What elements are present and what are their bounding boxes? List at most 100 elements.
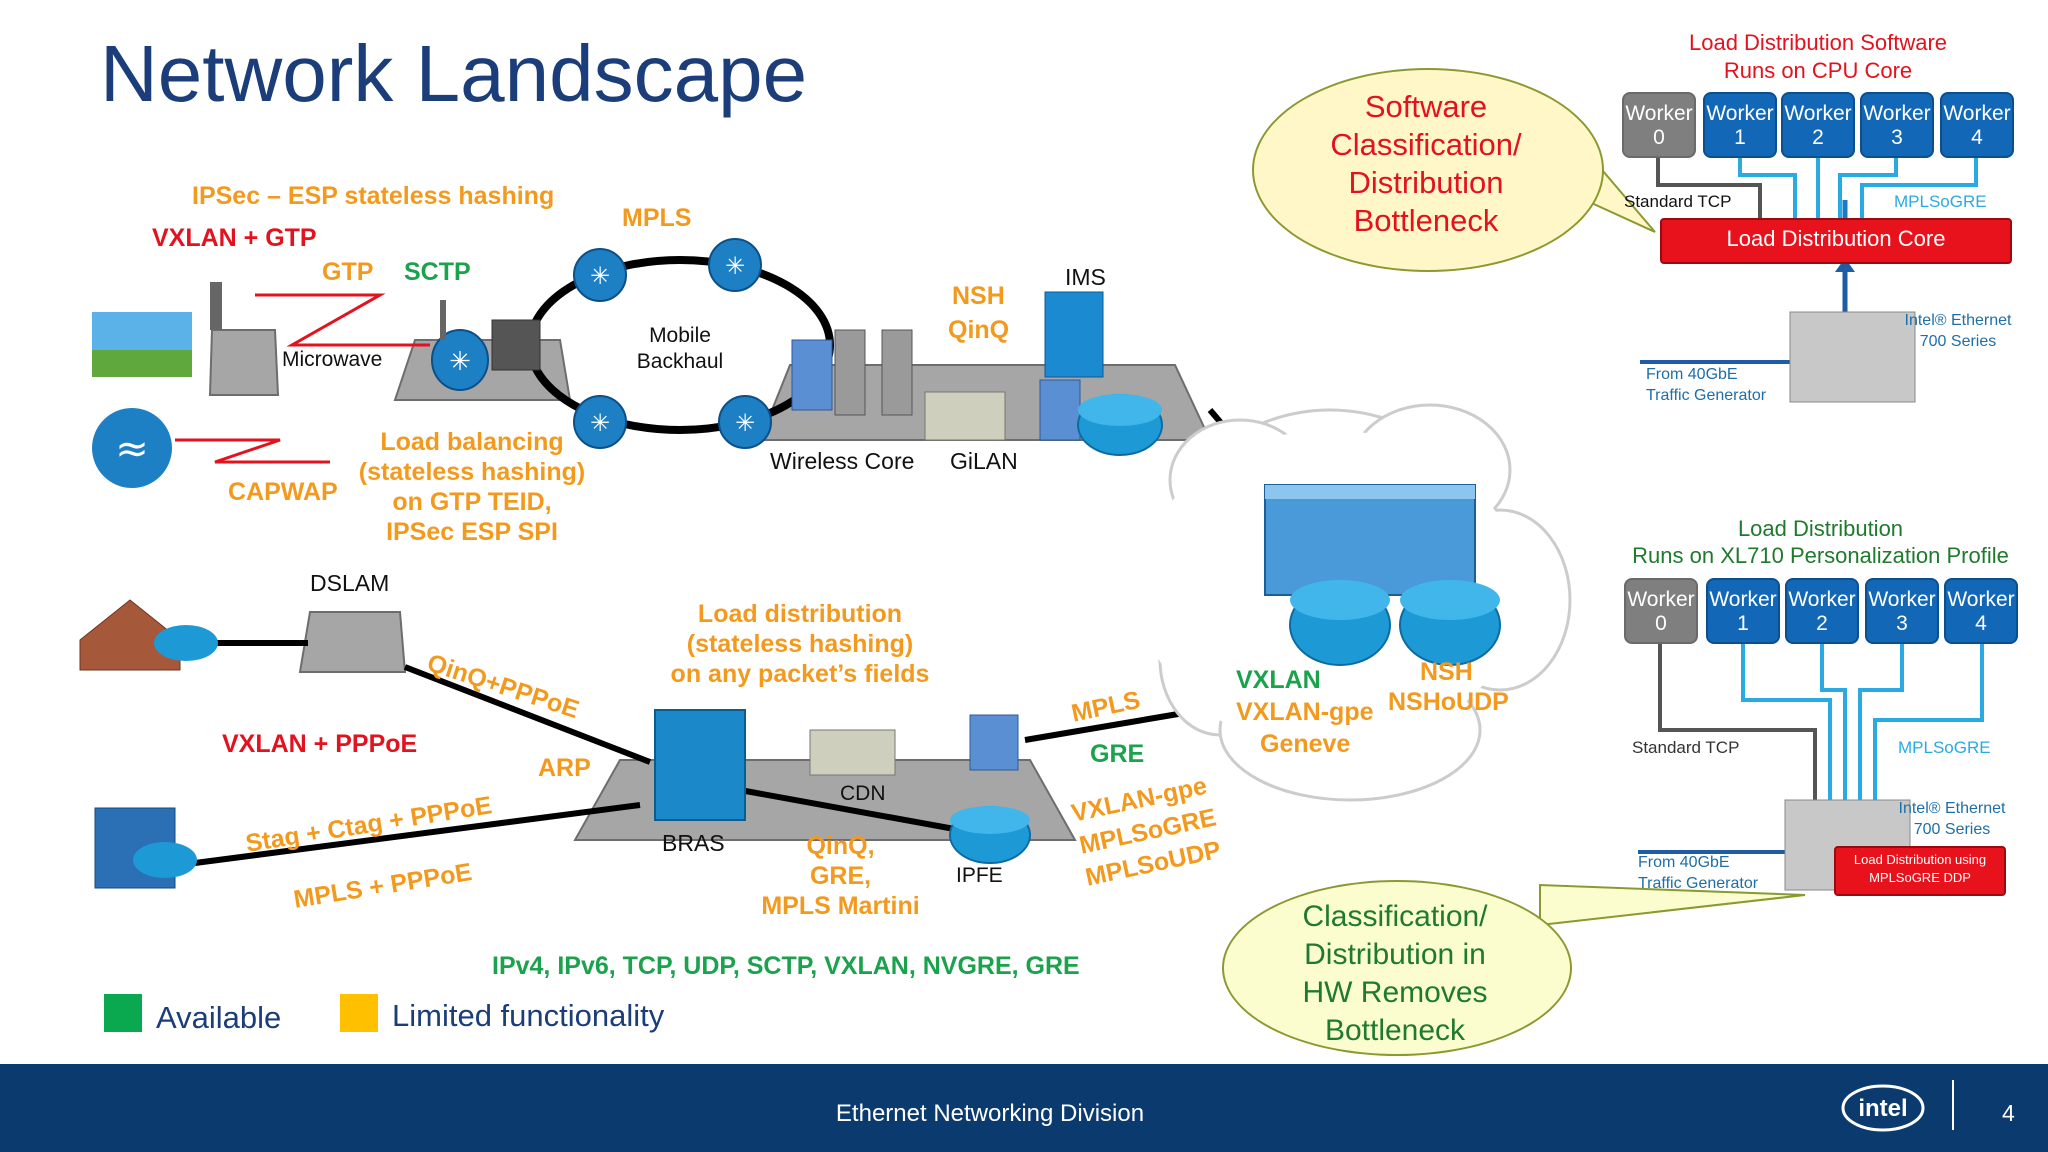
label-load-distribution-2: (stateless hashing) bbox=[686, 630, 914, 658]
label-sctp: SCTP bbox=[404, 258, 471, 286]
label-capwap: CAPWAP bbox=[228, 478, 338, 506]
label-ipsec: IPSec – ESP stateless hashing bbox=[192, 182, 555, 210]
legend-label-available: Available bbox=[156, 1000, 282, 1035]
panel-bottom-from-2: Traffic Generator bbox=[1638, 875, 1759, 892]
label-qinq: QinQ bbox=[948, 316, 1010, 344]
footer-bar bbox=[0, 1064, 2048, 1152]
antenna-icon bbox=[440, 300, 446, 340]
bubble-bottom-line-4: Bottleneck bbox=[1324, 1014, 1466, 1047]
switch-icon-gtp bbox=[491, 319, 541, 371]
page-number: 4 bbox=[2002, 1100, 2015, 1126]
svg-text:≈: ≈ bbox=[115, 426, 149, 472]
label-load-distribution-3: on any packet’s fields bbox=[670, 660, 930, 688]
label-cloud-nshoudp: NSHoUDP bbox=[1388, 688, 1509, 716]
bubble-bottom-line-3: HW Removes bbox=[1302, 976, 1488, 1009]
gilan-box-icon bbox=[924, 391, 1006, 441]
ims-icon bbox=[1044, 291, 1104, 378]
page-title: Network Landscape bbox=[100, 29, 808, 118]
bubble-top-line-4: Bottleneck bbox=[1353, 203, 1499, 238]
bubble-top-line-2: Classification/ bbox=[1330, 127, 1522, 162]
firewall-icon-wireless bbox=[791, 339, 833, 411]
router-icon-ring-3: ✳ bbox=[573, 395, 627, 449]
router-icon-ipfe bbox=[949, 806, 1031, 864]
capwap-link bbox=[175, 438, 330, 464]
router-icon-ring-1: ✳ bbox=[573, 248, 627, 302]
label-nsh: NSH bbox=[952, 282, 1005, 310]
label-load-distribution-1: Load distribution bbox=[697, 600, 903, 628]
router-icon-cloud-2 bbox=[1399, 580, 1501, 666]
svg-text:intel: intel bbox=[1858, 1095, 1907, 1122]
svg-text:✳: ✳ bbox=[590, 262, 610, 290]
router-icon-building bbox=[133, 842, 197, 878]
load-distribution-core-label: Load Distribution Core bbox=[1726, 226, 1946, 251]
panel-bottom-title-2: Runs on XL710 Personalization Profile bbox=[1632, 543, 2009, 568]
wifi-icon bbox=[92, 408, 172, 488]
svg-text:✳: ✳ bbox=[449, 347, 471, 377]
label-load-balancing-3: on GTP TEID, bbox=[392, 488, 552, 516]
panel-top-nic-1: Intel® Ethernet bbox=[1904, 312, 2012, 329]
label-ipfe: IPFE bbox=[956, 864, 1003, 887]
label-vxlan-gtp: VXLAN + GTP bbox=[152, 224, 317, 252]
panel-bottom-mplsogre: MPLSoGRE bbox=[1898, 738, 1991, 757]
label-arp: ARP bbox=[538, 754, 591, 782]
label-gre-right: GRE bbox=[1090, 740, 1145, 768]
label-mpls-top: MPLS bbox=[622, 204, 692, 232]
bubble-bottom-line-2: Distribution in bbox=[1304, 938, 1486, 971]
label-wireless-core: Wireless Core bbox=[770, 448, 915, 474]
bubble-software-bottleneck bbox=[1252, 68, 1604, 272]
panel-bottom-nic-2: 700 Series bbox=[1913, 821, 1991, 838]
panel-bottom-title-1: Load Distribution bbox=[1737, 516, 1904, 541]
panel-top-nic-2: 700 Series bbox=[1919, 333, 1997, 350]
server-icon-top bbox=[1789, 311, 1916, 403]
label-microwave: Microwave bbox=[282, 348, 383, 371]
panel-bottom-nic-1: Intel® Ethernet bbox=[1898, 800, 2006, 817]
label-cloud-vxlan: VXLAN bbox=[1236, 666, 1321, 694]
label-ims: IMS bbox=[1065, 264, 1106, 290]
svg-text:✳: ✳ bbox=[725, 252, 745, 280]
label-gilan: GiLAN bbox=[950, 448, 1018, 474]
label-bras: BRAS bbox=[662, 830, 725, 856]
legend-label-limited: Limited functionality bbox=[392, 998, 665, 1033]
bubble-top-line-3: Distribution bbox=[1348, 165, 1504, 200]
link-bras-cloud bbox=[1024, 709, 1191, 743]
bubble-top-line-1: Software bbox=[1364, 89, 1488, 124]
panel-top-from-2: Traffic Generator bbox=[1646, 387, 1767, 404]
svg-text:✳: ✳ bbox=[590, 409, 610, 437]
panel-top-standard-tcp: Standard TCP bbox=[1624, 192, 1732, 211]
router-icon-gtp: ✳ bbox=[431, 329, 489, 391]
label-qinq-2: QinQ, bbox=[806, 832, 875, 860]
label-load-balancing-1: Load balancing bbox=[380, 428, 564, 456]
firewall-icon-bras bbox=[969, 714, 1019, 771]
panel-top-mplsogre: MPLSoGRE bbox=[1894, 192, 1987, 211]
label-cloud-nsh: NSH bbox=[1420, 658, 1473, 686]
label-mpls-martini: MPLS Martini bbox=[761, 892, 920, 920]
panel-bottom-from-1: From 40GbE bbox=[1638, 854, 1730, 871]
footer-division: Ethernet Networking Division bbox=[835, 1100, 1145, 1127]
bras-icon bbox=[654, 709, 746, 821]
label-cdn: CDN bbox=[840, 782, 886, 805]
ddp-label-1: Load Distribution using bbox=[1853, 852, 1987, 867]
svg-text:✳: ✳ bbox=[735, 409, 755, 437]
router-icon-ring-2: ✳ bbox=[708, 238, 762, 292]
tower-icon bbox=[210, 282, 222, 330]
footer-divider bbox=[1952, 1080, 1954, 1130]
label-gre-2: GRE, bbox=[809, 862, 872, 890]
ddp-load-distribution-box bbox=[1834, 846, 2006, 896]
legend-swatch-available bbox=[104, 994, 142, 1032]
label-dslam: DSLAM bbox=[310, 570, 390, 596]
server-icon-2 bbox=[881, 329, 913, 416]
label-vxlan-pppoe: VXLAN + PPPoE bbox=[222, 730, 418, 758]
router-icon-ring-4: ✳ bbox=[718, 395, 772, 449]
legend-swatch-limited bbox=[340, 994, 378, 1032]
server-rack-icon bbox=[1264, 484, 1476, 596]
cdn-box-icon bbox=[809, 729, 896, 776]
bubble-hw-removes-bottleneck bbox=[1222, 880, 1572, 1056]
